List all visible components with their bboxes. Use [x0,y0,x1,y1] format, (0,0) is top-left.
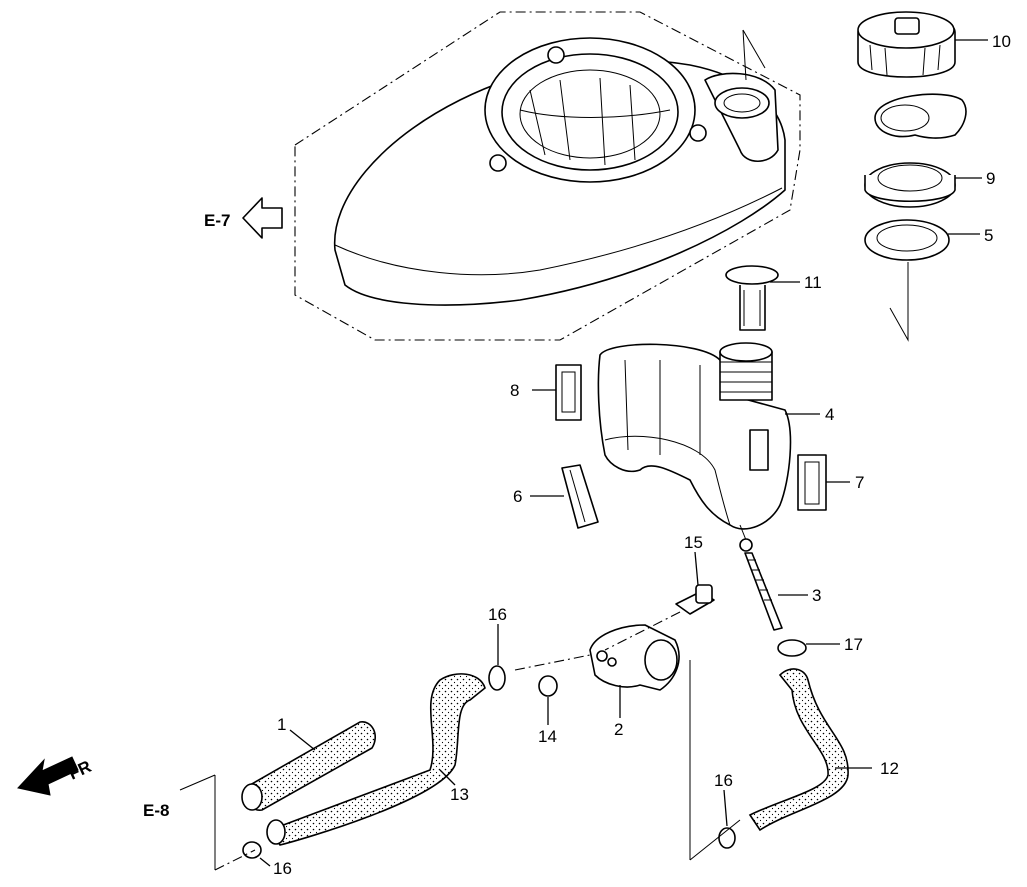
fuel-tank [597,342,792,552]
callouts: 10 9 5 11 8 4 6 7 15 3 17 16 14 2 1 12 1… [273,32,1011,878]
callout-17: 16 [714,771,733,790]
fuel-strainer [725,265,779,331]
cap-gasket [874,93,967,139]
callout-9: 9 [986,169,995,188]
ref-fr: FR [17,756,94,796]
clamp-18 [777,639,807,657]
bolt-15 [675,584,715,615]
front-arrow-icon [17,756,79,796]
callout-4: 4 [825,405,834,424]
cover-assembly [294,11,801,341]
grommet-14 [538,675,558,697]
callout-6: 6 [513,487,522,506]
callout-3: 3 [812,586,821,605]
callout-16-lower: 16 [273,859,292,878]
hose-12 [748,668,849,832]
callout-5: 5 [984,226,993,245]
callout-18: 17 [844,635,863,654]
ring-nut [864,162,956,208]
seal-ring [864,219,950,261]
ref-e8: E-8 [143,801,169,820]
callout-12: 12 [880,759,899,778]
tube-3 [744,552,783,631]
callout-16-upper: 16 [488,605,507,624]
ref-e7: E-7 [204,197,283,239]
clip-8 [555,364,582,421]
callout-1: 1 [277,715,286,734]
ref-e7-label: E-7 [204,211,230,230]
fuel-valve [589,624,680,691]
clamp-16-lower [242,841,262,859]
hose-13 [268,673,486,846]
callout-7: 7 [855,473,864,492]
callout-8: 8 [510,381,519,400]
callout-14: 14 [538,727,557,746]
arrow-left-icon [242,197,283,239]
callout-15: 15 [684,533,703,552]
fuel-cap [857,11,956,78]
clamp-16-upper [488,665,506,691]
ref-e8-label: E-8 [143,801,169,820]
callout-11: 11 [804,273,822,292]
clip-7 [797,454,827,511]
callout-2: 2 [614,720,623,739]
callout-10: 10 [992,32,1011,51]
callout-13: 13 [450,785,469,804]
clip-6 [561,464,599,529]
